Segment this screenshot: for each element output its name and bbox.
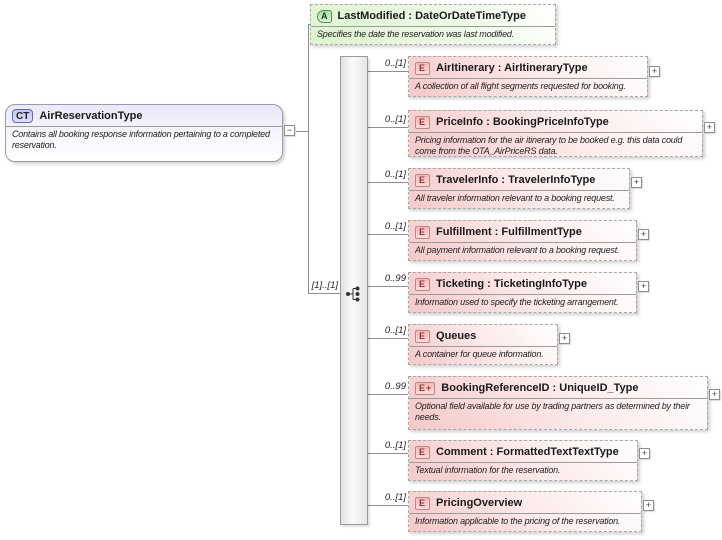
node-annotation: All traveler information relevant to a b… [415,193,615,203]
expand-button[interactable]: + [638,229,649,240]
cardinality-label: 0..99 [384,381,406,392]
connector-line [368,505,408,506]
connector-line [368,453,408,454]
expand-button[interactable]: + [643,500,654,511]
node-annotation: A collection of all flight segments requ… [415,81,626,91]
cardinality-label: 0..99 [384,273,406,284]
cardinality-label: 0..[1] [384,114,406,125]
node-title: LastModified : DateOrDateTimeType [337,10,526,22]
element-icon: E [415,225,431,239]
connector-line [296,131,308,132]
divider [6,126,282,127]
node-title: PricingOverview [436,497,523,509]
divider [409,346,557,347]
element-comment[interactable]: E Comment : FormattedTextTextType Textua… [408,440,638,481]
node-title: BookingReferenceID : UniqueID_Type [441,382,639,394]
divider [409,132,702,133]
expand-button[interactable]: + [704,122,715,133]
cardinality-label: 0..[1] [384,221,406,232]
expand-button[interactable]: + [559,333,570,344]
node-annotation: Textual information for the reservation. [415,465,561,475]
element-ticketing[interactable]: E Ticketing : TicketingInfoType Informat… [408,272,637,313]
node-title: AirItinerary : AirItineraryType [436,62,588,74]
node-annotation: Contains all booking response informatio… [12,129,270,150]
connector-line [368,71,408,72]
expand-button[interactable]: + [638,281,649,292]
sequence-icon [346,286,360,302]
connector-line [308,293,340,294]
expand-button[interactable]: + [639,448,650,459]
node-annotation: All payment information relevant to a bo… [415,245,620,255]
node-title: Queues [436,330,477,342]
node-title: Ticketing : TicketingInfoType [436,278,587,290]
connector-line [368,127,408,128]
divider [409,78,647,79]
expand-button[interactable]: + [631,177,642,188]
attribute-icon: A [317,9,332,23]
node-title: AirReservationType [39,110,143,122]
element-fulfillment[interactable]: E Fulfillment : FulfillmentType All paym… [408,220,637,261]
node-title: Comment : FormattedTextTextType [436,446,619,458]
divider [409,398,707,399]
cardinality-label: 0..[1] [384,492,406,503]
collapse-button[interactable]: − [284,125,295,136]
node-annotation: Information used to specify the ticketin… [415,297,619,307]
divider [311,26,555,27]
node-annotation: Information applicable to the pricing of… [415,516,621,526]
node-title: Fulfillment : FulfillmentType [436,226,582,238]
element-icon: E [415,496,431,510]
element-traveler-info[interactable]: E TravelerInfo : TravelerInfoType All tr… [408,168,630,209]
complex-type-air-reservation-type[interactable]: CT AirReservationType Contains all booki… [5,104,283,162]
node-annotation: Optional field available for use by trad… [415,401,690,422]
divider [409,242,636,243]
node-title: PriceInfo : BookingPriceInfoType [436,116,609,128]
attribute-last-modified[interactable]: A LastModified : DateOrDateTimeType Spec… [310,4,556,45]
node-title: TravelerInfo : TravelerInfoType [436,174,596,186]
element-icon: E [415,61,431,75]
element-queues[interactable]: E Queues A container for queue informati… [408,324,558,365]
node-annotation: A container for queue information. [415,349,544,359]
cardinality-label: 0..[1] [384,58,406,69]
divider [409,462,637,463]
complex-type-icon: CT [12,109,34,123]
element-plus-icon: E+ [415,381,436,395]
element-air-itinerary[interactable]: E AirItinerary : AirItineraryType A coll… [408,56,648,97]
divider [409,294,636,295]
element-icon: E [415,115,431,129]
sequence-cardinality: [1]..[1] [311,280,338,291]
cardinality-label: 0..[1] [384,440,406,451]
element-pricing-overview[interactable]: E PricingOverview Information applicable… [408,491,642,532]
divider [409,190,629,191]
divider [409,513,641,514]
cardinality-label: 0..[1] [384,325,406,336]
cardinality-label: 0..[1] [384,169,406,180]
connector-line [368,234,408,235]
element-booking-reference-id[interactable]: E+ BookingReferenceID : UniqueID_Type Op… [408,376,708,430]
element-price-info[interactable]: E PriceInfo : BookingPriceInfoType Prici… [408,110,703,157]
node-annotation: Specifies the date the reservation was l… [317,29,515,39]
connector-line [368,286,408,287]
sequence-bar[interactable] [340,56,368,525]
element-icon: E [415,445,431,459]
element-icon: E [415,173,431,187]
expand-button[interactable]: + [709,389,720,400]
element-icon: E [415,329,431,343]
connector-line [368,338,408,339]
node-annotation: Pricing information for the air itinerar… [415,135,683,156]
expand-button[interactable]: + [649,66,660,77]
connector-line [308,24,309,293]
connector-line [368,182,408,183]
element-icon: E [415,277,431,291]
connector-line [368,394,408,395]
